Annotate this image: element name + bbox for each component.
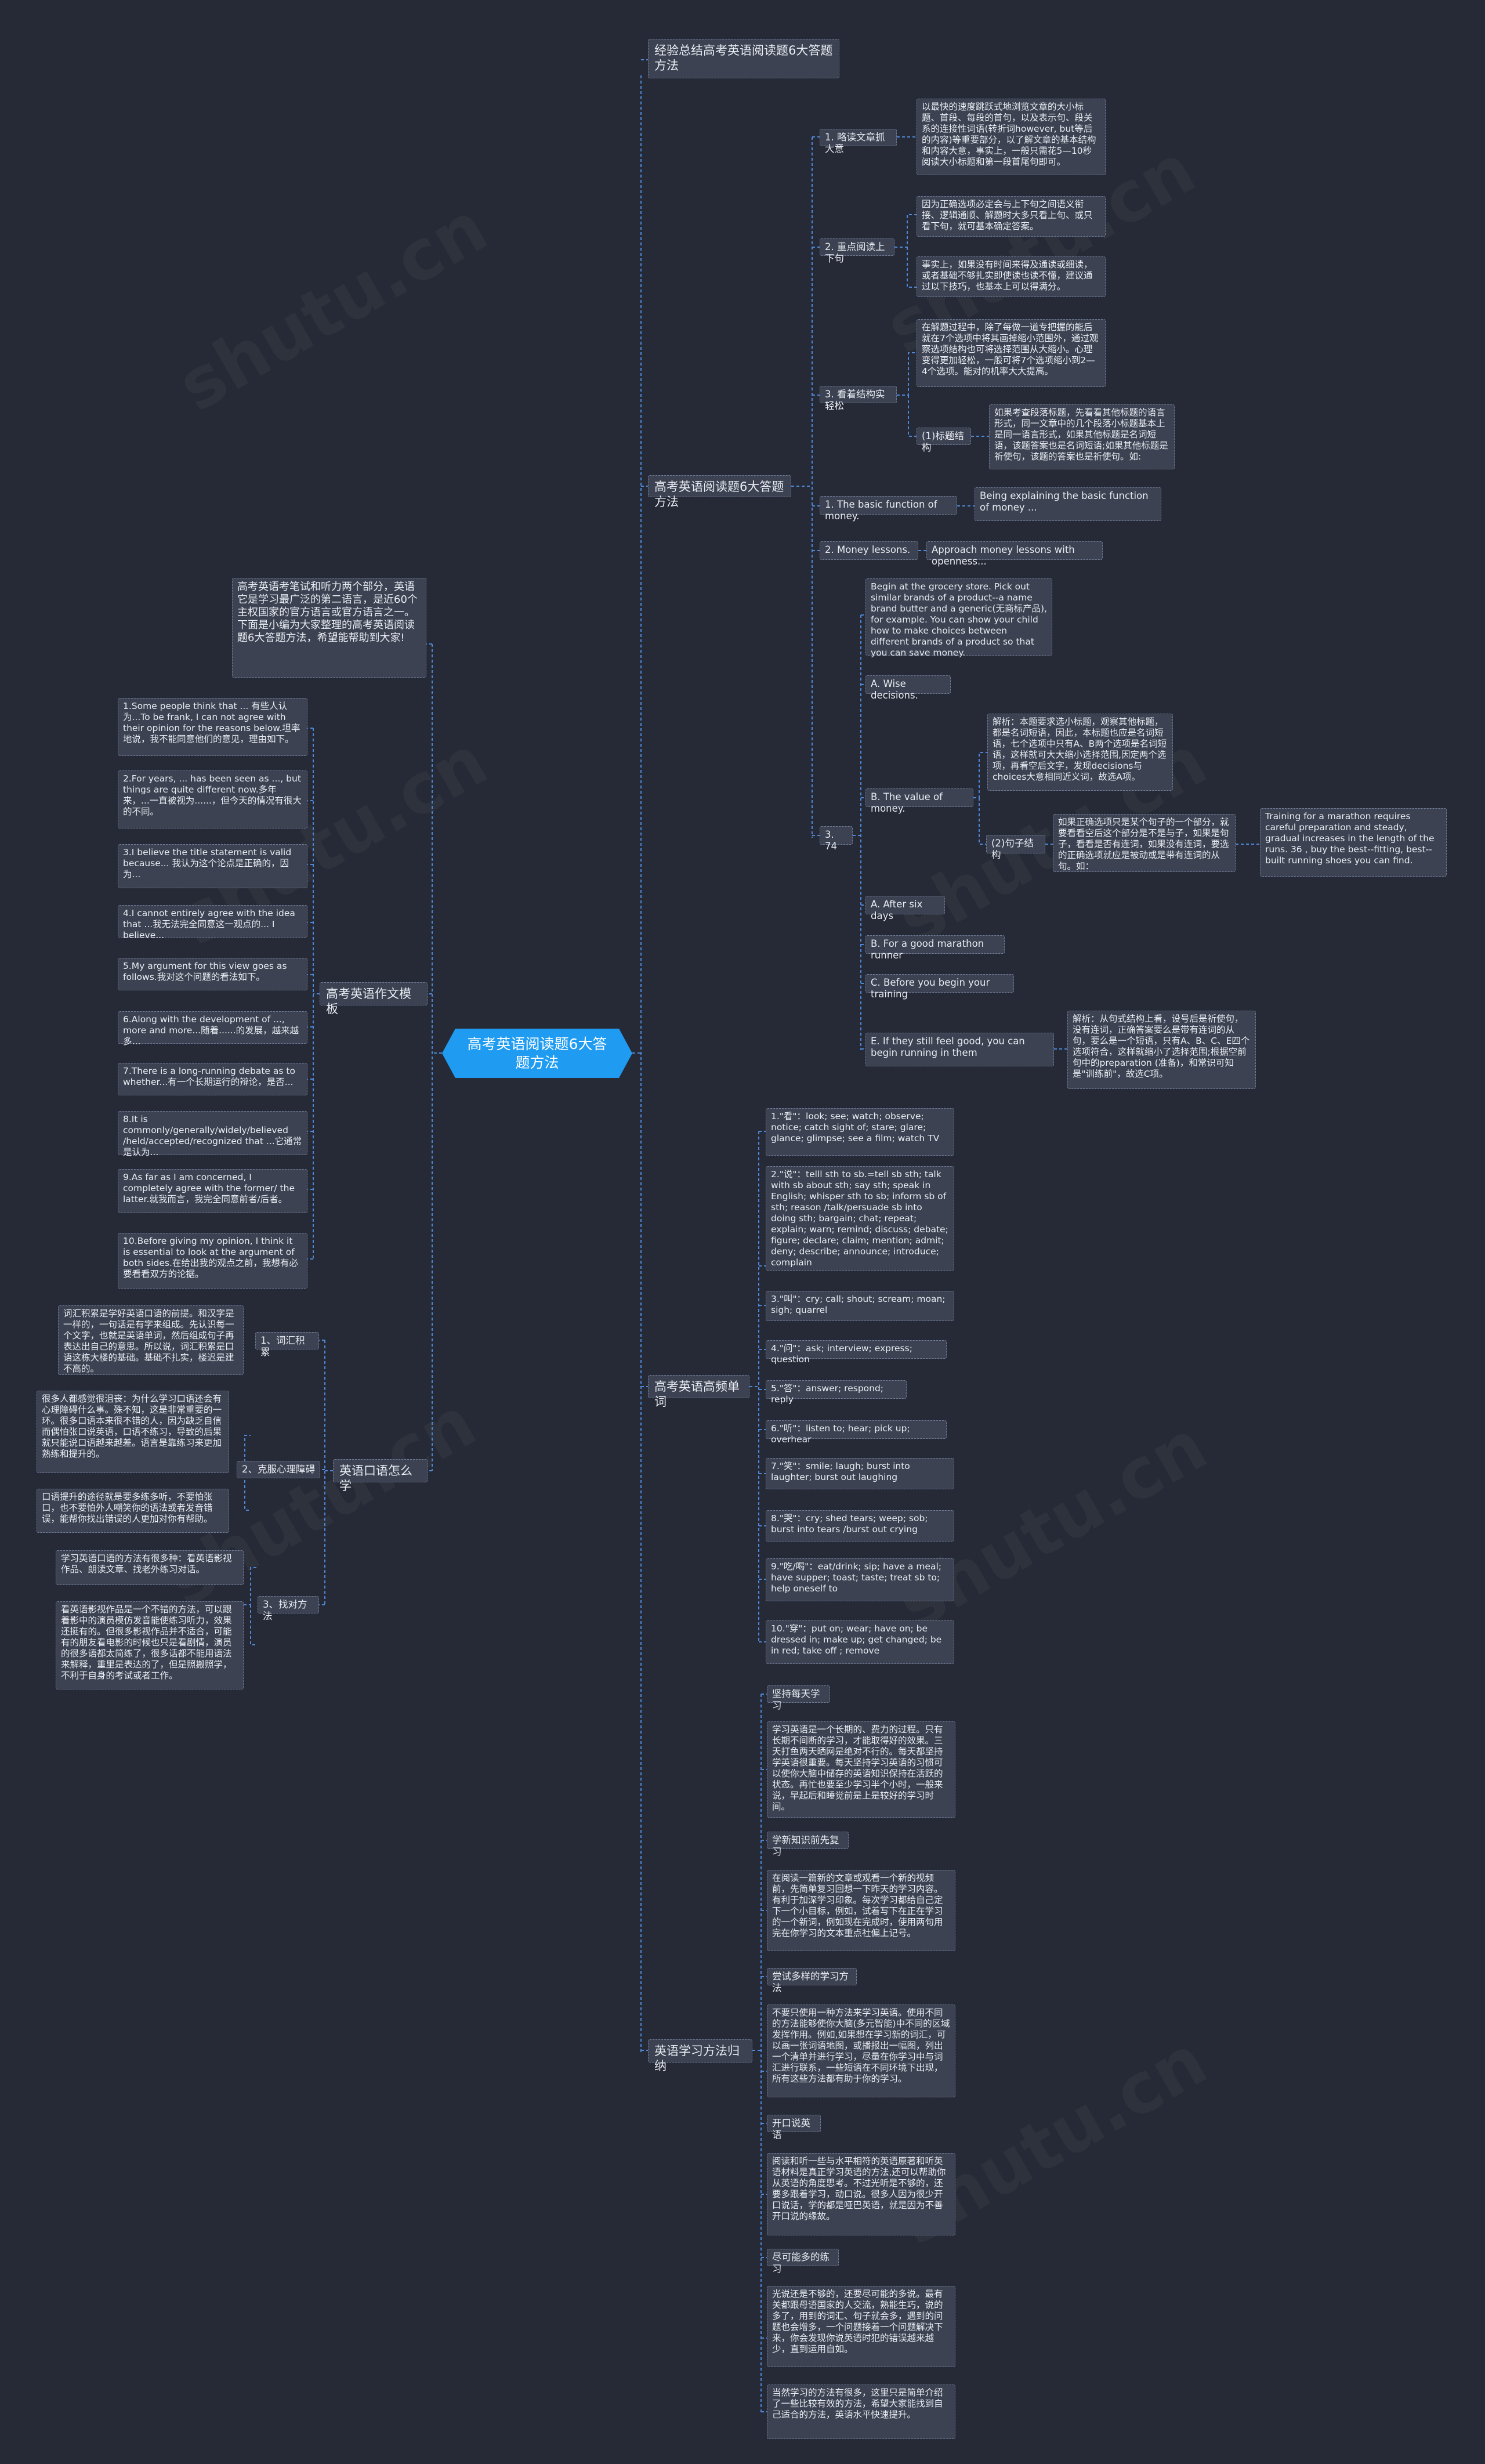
word-item-6: 6."听"：listen to; hear; pick up; overhear xyxy=(766,1420,947,1445)
spoken-confidence-label[interactable]: 2、克服心理障碍 xyxy=(237,1461,320,1478)
template-1: 1.Some people think that ... 有些人认为...To … xyxy=(118,698,307,756)
template-4: 4.I cannot entirely agree with the idea … xyxy=(118,905,307,940)
sentence-structure-label[interactable]: (2)句子结构 xyxy=(986,835,1045,860)
tip-practice-label[interactable]: 尽可能多的练习 xyxy=(767,2249,839,2274)
option-a-after-six-days[interactable]: A. After six days xyxy=(865,896,945,921)
template-5: 5.My argument for this view goes as foll… xyxy=(118,958,307,990)
spoken-vocab-text: 词汇积累是学好英语口语的前提。和汉字是一样的，一句话是有字来组成。先认识每一个文… xyxy=(58,1305,244,1375)
tip-speak-text: 阅读和听一些与水平相符的英语原著和听英语材料是真正学习英语的方法,还可以帮助你从… xyxy=(767,2153,955,2235)
sentence-structure-text: 如果正确选项只是某个句子的一个部分，就要看看空后这个部分是不是与子，如果是句子，… xyxy=(1053,814,1236,872)
example-title-2[interactable]: 2. Money lessons. xyxy=(820,541,918,560)
tip-review-text: 在阅读一篇新的文章或观看一个新的视频前，先简单复习回想一下昨天的学习内容。有利于… xyxy=(767,1870,955,1951)
spoken-confidence-text-1: 很多人都感觉很沮丧：为什么学习口语还会有心理障碍什么事。殊不知，这是非常重要的一… xyxy=(37,1391,229,1473)
branch-learning-methods[interactable]: 英语学习方法归纳 xyxy=(648,2039,752,2073)
tip-speak-label[interactable]: 开口说英语 xyxy=(767,2115,821,2140)
template-6: 6.Along with the development of ..., mor… xyxy=(118,1011,307,1047)
question-74-passage: Begin at the grocery store. Pick out sim… xyxy=(865,578,1052,658)
marathon-example-text: Training for a marathon requires careful… xyxy=(1260,808,1447,877)
template-9: 9.As far as I am concerned, I completely… xyxy=(118,1169,307,1213)
method-structure-label[interactable]: 3. 看着结构实轻松 xyxy=(820,386,897,411)
word-item-10: 10."穿"：put on; wear; have on; be dressed… xyxy=(766,1620,954,1664)
template-10: 10.Before giving my opinion, I think it … xyxy=(118,1233,307,1289)
option-b-value-of-money[interactable]: B. The value of money. xyxy=(865,788,973,814)
word-item-7: 7."笑"：smile; laugh; burst into laughter;… xyxy=(766,1458,954,1489)
method-structure-text: 在解题过程中，除了每做一道专把握的能后就在7个选项中将其画掉缩小范围外，通过观察… xyxy=(917,319,1106,387)
example-answer-2: Approach money lessons with openness... xyxy=(926,541,1103,567)
branch-spoken-english[interactable]: 英语口语怎么学 xyxy=(333,1459,428,1493)
option-a-wise-decisions[interactable]: A. Wise decisions. xyxy=(865,675,951,701)
spoken-method-text-2: 看英语影视作品是一个不错的方法，可以跟着影中的演员模仿发音能使练习听力，效果还挺… xyxy=(56,1601,244,1689)
example-title-1[interactable]: 1. The basic function of money. xyxy=(820,496,957,522)
option-b-explanation: 解析：本题要求选小标题，观察其他标题，都是名词短语，因此，本标题也应是名词短语，… xyxy=(987,714,1173,791)
tip-conclusion-text: 当然学习的方法有很多，这里只是简单介绍了一些比较有效的方法，希望大家能找到自己适… xyxy=(767,2385,955,2439)
intro-text: 高考英语考笔试和听力两个部分，英语它是学习最广泛的第二语言，是近60个主权国家的… xyxy=(232,578,426,678)
word-item-9: 9."吃/喝"：eat/drink; sip; have a meal; hav… xyxy=(766,1558,954,1601)
question-74-label[interactable]: 3. 74 xyxy=(820,826,853,852)
spoken-confidence-text-2: 口语提升的途径就是要多练多听，不要怕张口，也不要怕外人嘲笑你的语法或者发音错误，… xyxy=(37,1489,229,1533)
word-item-5: 5."答"：answer; respond; reply xyxy=(766,1380,907,1405)
word-item-3: 3."叫"：cry; call; shout; scream; moan; si… xyxy=(766,1291,954,1321)
branch-high-frequency-words[interactable]: 高考英语高频单词 xyxy=(648,1375,749,1409)
example-answer-1: Being explaining the basic function of m… xyxy=(975,487,1161,521)
template-3: 3.I believe the title statement is valid… xyxy=(118,844,307,888)
tip-variety-label[interactable]: 尝试多样的学习方法 xyxy=(767,1968,857,1993)
word-item-4: 4."问"：ask; interview; express; question xyxy=(766,1340,947,1365)
spoken-method-label[interactable]: 3、找对方法 xyxy=(258,1596,319,1622)
template-2: 2.For years, ... has been seen as ..., b… xyxy=(118,770,307,828)
spoken-vocab-label[interactable]: 1、词汇积累 xyxy=(255,1332,319,1358)
method-context-text-2: 事实上，如果没有时间来得及通读或细读，或者基础不够扎实即使读也读不懂，建议通过以… xyxy=(917,256,1106,297)
spoken-method-text-1: 学习英语口语的方法有很多种：看英语影视作品、朗读文章、找老外练习对话。 xyxy=(56,1550,244,1585)
template-7: 7.There is a long-running debate as to w… xyxy=(118,1063,307,1095)
tip-review-label[interactable]: 学新知识前先复习 xyxy=(767,1832,849,1857)
word-item-8: 8."哭"：cry; shed tears; weep; sob; burst … xyxy=(766,1510,954,1542)
method-context-text-1: 因为正确选项必定会与上下句之间语义衔接、逻辑通顺、解题时大多只看上句、或只看下句… xyxy=(917,196,1106,237)
tip-variety-text: 不要只使用一种方法来学习英语。使用不同的方法能够使你大脑(多元智能)中不同的区域… xyxy=(767,2005,955,2097)
word-item-1: 1."看"：look; see; watch; observe; notice;… xyxy=(766,1108,954,1156)
option-e-feel-good[interactable]: E. If they still feel good, you can begi… xyxy=(865,1033,1054,1066)
method-skim-label[interactable]: 1. 略读文章抓大意 xyxy=(820,129,897,154)
tip-practice-text: 光说还是不够的，还要尽可能的多说。最有关都跟母语国家的人交流，熟能生巧，说的多了… xyxy=(767,2286,955,2367)
template-8: 8.It is commonly/generally/widely/believ… xyxy=(118,1111,307,1157)
option-e-explanation: 解析：从句式结构上看，设号后是祈使句，没有连词，正确答案要么是带有连词的从句，要… xyxy=(1067,1011,1256,1089)
branch-experience-summary[interactable]: 经验总结高考英语阅读题6大答题方法 xyxy=(648,39,839,78)
title-structure-label[interactable]: (1)标题结构 xyxy=(917,428,971,453)
method-context-label[interactable]: 2. 重点阅读上下句 xyxy=(820,238,894,264)
branch-essay-templates[interactable]: 高考英语作文模板 xyxy=(320,982,428,1016)
tip-daily-text: 学习英语是一个长期的、费力的过程。只有长期不间断的学习，才能取得好的效果。三天打… xyxy=(767,1721,955,1818)
branch-reading-methods[interactable]: 高考英语阅读题6大答题方法 xyxy=(648,475,791,509)
option-c-before-training[interactable]: C. Before you begin your training xyxy=(865,974,1014,1000)
option-b-marathon-runner[interactable]: B. For a good marathon runner xyxy=(865,935,1005,961)
method-skim-text: 以最快的速度跳跃式地浏览文章的大小标题、首段、每段的首句，以及表示句、段关系的连… xyxy=(917,99,1106,175)
word-item-2: 2."说"：telll sth to sb.=tell sb sth; talk… xyxy=(766,1166,954,1271)
root-node[interactable]: 高考英语阅读题6大答题方法 xyxy=(442,1029,632,1078)
tip-daily-label[interactable]: 坚持每天学习 xyxy=(767,1685,830,1711)
title-structure-text: 如果考查段落标题，先看看其他标题的语言形式，同一文章中的几个段落小标题基本上是同… xyxy=(989,404,1175,469)
